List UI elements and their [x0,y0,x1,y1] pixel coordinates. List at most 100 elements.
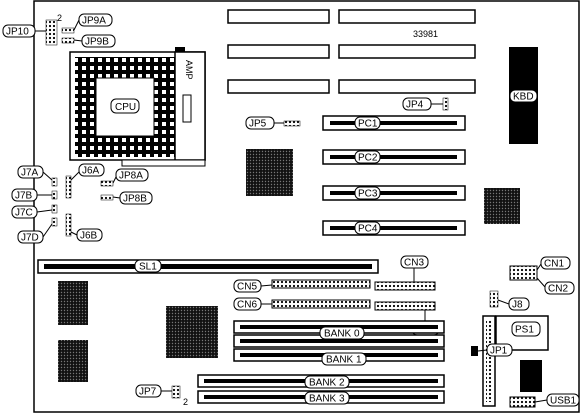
cn6-connector [271,299,371,309]
jp9a-label: JP9A [78,13,113,27]
chipset [484,188,520,224]
pc4-label: PC4 [354,221,381,235]
chipset [58,340,88,382]
j7a-label: J7A [17,165,44,179]
chipset [166,306,218,358]
jp4-header [442,97,449,111]
jp4-label: JP4 [402,97,432,111]
svg-text:CN6: CN6 [237,300,257,311]
svg-text:BANK 1: BANK 1 [326,355,362,366]
jp9a-header [61,27,75,34]
jp10-pin-marker: 2 [57,13,62,23]
jp5-header [283,120,301,127]
chipset [58,281,88,325]
cn5-connector [271,279,371,289]
svg-text:PC3: PC3 [358,189,378,200]
usb1-connector [509,396,536,408]
cpu-label: CPU [110,98,140,114]
usb1-label: USB1 [546,393,580,407]
jp9b-label: JP9B [81,34,116,48]
j7d-label: J7D [17,230,44,244]
isa-slots [227,9,476,94]
j7c-label: J7C [11,205,38,219]
svg-text:J7A: J7A [21,168,39,179]
isa-slot [227,44,330,59]
j7c-header [51,204,58,214]
bank1-label: BANK 1 [321,352,367,366]
kbd-label: KBD [509,89,538,103]
amp-brand: AMP [184,60,194,80]
ps1-label: PS1 [511,321,541,337]
svg-text:PC4: PC4 [358,224,378,235]
pc2-label: PC2 [354,150,381,164]
jp5-label: JP5 [245,116,275,130]
j6a-header [65,175,72,199]
svg-text:CN3: CN3 [404,258,424,269]
cn3-label: CN3 [400,255,429,269]
jp7-header [171,385,181,399]
jp9b-header [61,37,75,44]
jp10-header [45,19,58,46]
jp7-label: JP7 [135,384,162,398]
svg-text:JP10: JP10 [6,27,29,38]
cn4-connector [374,301,436,311]
svg-text:CN5: CN5 [237,282,257,293]
cn5-label: CN5 [233,279,262,293]
svg-text:JP1: JP1 [490,346,508,357]
jp10-label: JP10 [2,24,36,38]
isa-slot [227,9,330,24]
bank0-label: BANK 0 [319,326,365,340]
chipset [246,149,293,196]
j7b-label: J7B [11,188,38,202]
svg-text:J8: J8 [512,300,523,311]
svg-text:JP5: JP5 [249,119,267,130]
j6a-label: J6A [78,163,105,177]
svg-text:PC1: PC1 [358,119,378,130]
svg-text:J7D: J7D [21,233,39,244]
svg-text:CN2: CN2 [548,284,568,295]
svg-text:J6B: J6B [80,231,98,242]
svg-text:PS1: PS1 [515,325,534,336]
cpu-socket: AMP [69,47,206,167]
svg-text:CN1: CN1 [544,259,564,270]
pc1-label: PC1 [354,116,381,130]
jp8b-label: JP8B [119,191,153,205]
jp1-header [471,346,478,356]
jp1-label: JP1 [486,343,513,357]
battery [520,360,542,392]
j7d-header [51,217,58,227]
svg-text:JP7: JP7 [139,387,157,398]
cn3-connector [374,281,436,291]
j7a-header [51,177,58,187]
isa-slot [338,79,476,94]
isa-slot [227,79,330,94]
isa-slot [338,44,476,59]
svg-text:JP9B: JP9B [85,37,109,48]
jp8b-header [100,194,114,201]
svg-text:J7B: J7B [15,191,33,202]
cn2-label: CN2 [544,281,575,295]
cn6-label: CN6 [233,297,262,311]
svg-text:KBD: KBD [513,92,534,103]
pc3-label: PC3 [354,186,381,200]
cn1-label: CN1 [540,256,571,270]
bank3-label: BANK 3 [304,391,350,405]
svg-text:JP8B: JP8B [123,194,147,205]
svg-text:BANK 0: BANK 0 [324,329,360,340]
isa-slot [338,9,476,24]
j8-label: J8 [508,297,530,311]
svg-text:J7C: J7C [15,208,33,219]
j6b-label: J6B [76,228,103,242]
board-model-number: 33981 [413,29,438,39]
svg-text:JP4: JP4 [406,100,424,111]
svg-text:SL1: SL1 [139,262,157,273]
jp8a-label: JP8A [115,168,149,182]
svg-text:J6A: J6A [82,166,100,177]
j6b-header [65,213,72,237]
svg-text:JP8A: JP8A [119,171,143,182]
jp7-pin-marker: 2 [183,397,188,407]
j8-header [489,290,499,308]
jp8a-header [100,180,114,187]
cn1-connector [509,265,538,281]
